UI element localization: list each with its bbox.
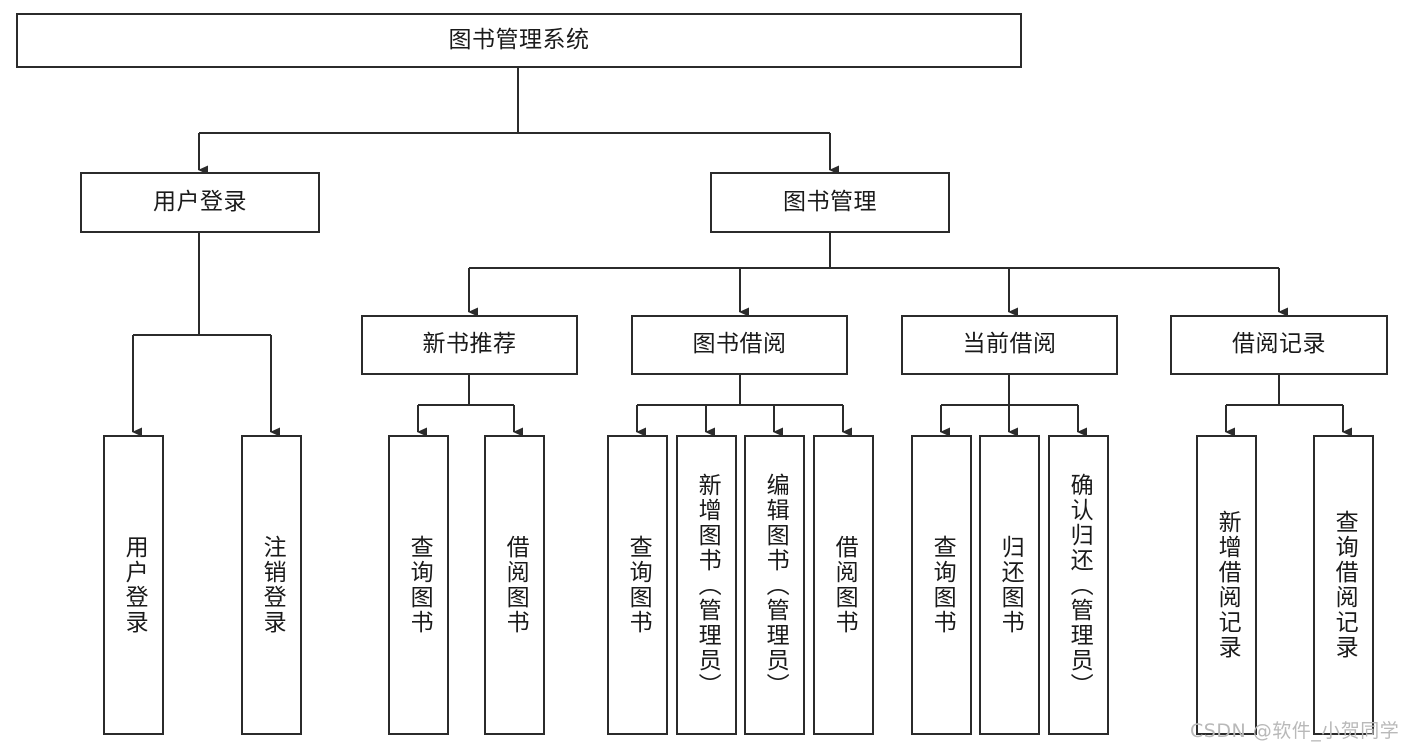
node-label: 用户登录 (121, 535, 148, 635)
node-book-borrow[interactable]: 图书借阅 (631, 315, 848, 375)
node-label: 注销登录 (259, 535, 286, 635)
node-label: 查询图书 (929, 535, 956, 635)
node-label: 图书管理系统 (448, 26, 590, 53)
leaf-current-borrow-query[interactable]: 查询图书 (911, 435, 972, 735)
leaf-book-borrow-query[interactable]: 查询图书 (607, 435, 668, 735)
node-label: 用户登录 (153, 188, 247, 215)
node-label: 借阅图书 (502, 535, 529, 635)
node-label: 图书管理 (783, 188, 877, 215)
node-label: 借阅图书 (831, 535, 858, 635)
node-label: 编辑图书（管理员） (762, 472, 789, 698)
csdn-watermark: CSDN @软件_小贺同学 (1190, 720, 1400, 742)
leaf-book-borrow-edit[interactable]: 编辑图书（管理员） (744, 435, 805, 735)
node-user-login[interactable]: 用户登录 (80, 172, 320, 233)
leaf-book-borrow-add[interactable]: 新增图书（管理员） (676, 435, 737, 735)
node-new-book-recommend[interactable]: 新书推荐 (361, 315, 578, 375)
leaf-current-borrow-confirm-return[interactable]: 确认归还（管理员） (1048, 435, 1109, 735)
node-label: 新书推荐 (422, 331, 517, 358)
leaf-user-login-signout[interactable]: 注销登录 (241, 435, 302, 735)
node-label: 当前借阅 (962, 331, 1057, 358)
leaf-borrow-record-add[interactable]: 新增借阅记录 (1196, 435, 1257, 735)
leaf-borrow-record-query[interactable]: 查询借阅记录 (1313, 435, 1374, 735)
leaf-new-book-query[interactable]: 查询图书 (388, 435, 449, 735)
node-current-borrow[interactable]: 当前借阅 (901, 315, 1118, 375)
node-label: 图书借阅 (692, 331, 787, 358)
node-label: 新增借阅记录 (1214, 510, 1241, 660)
node-book-management[interactable]: 图书管理 (710, 172, 950, 233)
node-label: 借阅记录 (1232, 331, 1326, 358)
node-label: 归还图书 (997, 535, 1024, 635)
leaf-book-borrow-borrow[interactable]: 借阅图书 (813, 435, 874, 735)
node-borrow-record[interactable]: 借阅记录 (1170, 315, 1388, 375)
node-label: 查询图书 (406, 535, 433, 635)
leaf-current-borrow-return[interactable]: 归还图书 (979, 435, 1040, 735)
node-label: 确认归还（管理员） (1066, 472, 1093, 698)
node-label: 新增图书（管理员） (694, 472, 721, 698)
node-label: 查询图书 (625, 535, 652, 635)
leaf-new-book-borrow[interactable]: 借阅图书 (484, 435, 545, 735)
node-root-book-management-system[interactable]: 图书管理系统 (16, 13, 1022, 68)
leaf-user-login-signin[interactable]: 用户登录 (103, 435, 164, 735)
node-label: 查询借阅记录 (1331, 510, 1358, 660)
